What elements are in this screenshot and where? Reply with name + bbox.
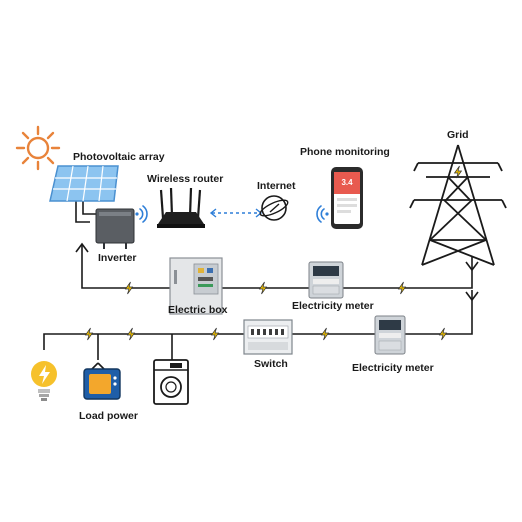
load-power-label: Load power xyxy=(79,410,138,422)
pv-array-label: Photovoltaic array xyxy=(73,151,165,163)
grid-label: Grid xyxy=(447,129,469,141)
bolt-icon xyxy=(127,327,135,341)
breaker-panel-icon xyxy=(243,319,293,355)
electricity-meter-label: Electricity meter xyxy=(292,300,374,312)
light-bulb-icon xyxy=(31,361,57,401)
bolt-icon xyxy=(259,281,267,295)
solar-panel-icon xyxy=(49,165,119,202)
bolt-icon xyxy=(321,327,329,341)
phone-icon xyxy=(331,167,363,229)
tv-icon xyxy=(83,362,121,400)
electricity-meter-label: Electricity meter xyxy=(352,362,434,374)
router-label: Wireless router xyxy=(147,173,224,185)
inverter-icon xyxy=(95,208,135,249)
sun-icon xyxy=(15,125,61,171)
bolt-icon xyxy=(398,281,406,295)
electric-box-icon xyxy=(169,257,223,315)
phone-monitoring-label: Phone monitoring xyxy=(300,146,390,158)
bolt-icon xyxy=(85,327,93,341)
washing-machine-icon xyxy=(153,359,189,405)
flow-arrows xyxy=(75,242,479,302)
internet-label: Internet xyxy=(257,180,296,192)
phone-reading: 3.4 xyxy=(341,178,353,187)
network-link xyxy=(209,208,263,218)
router-icon xyxy=(157,187,205,228)
wifi-icon xyxy=(135,205,148,223)
bolt-icon xyxy=(125,281,133,295)
electricity-meter-icon xyxy=(308,261,344,299)
inverter-label: Inverter xyxy=(98,252,137,264)
globe-icon xyxy=(259,195,289,221)
electricity-meter-icon xyxy=(374,315,406,355)
bolt-icon xyxy=(211,327,219,341)
electric-box-label: Electric box xyxy=(168,304,228,316)
switch-label: Switch xyxy=(254,358,288,370)
transmission-tower-icon xyxy=(409,144,507,266)
bolt-icon xyxy=(439,327,447,341)
wifi-icon xyxy=(316,205,329,223)
